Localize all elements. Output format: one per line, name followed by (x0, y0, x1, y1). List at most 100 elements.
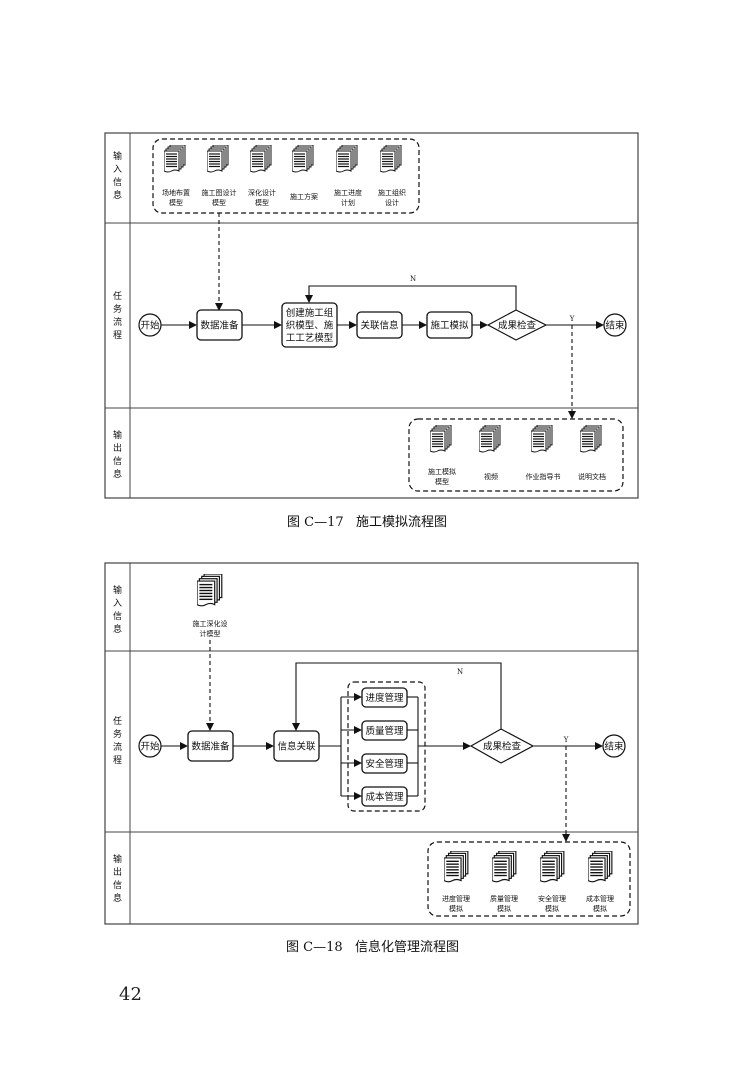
svg-text:信: 信 (113, 610, 122, 622)
svg-text:模拟: 模拟 (449, 904, 463, 913)
svg-text:入: 入 (113, 598, 122, 609)
svg-text:模型: 模型 (255, 198, 269, 207)
figure-c18: 输 入 信 息 任 务 流 程 输 出 信 息 施工深化设 计模型 开始 (104, 562, 639, 925)
document-stack-icon (430, 425, 452, 453)
svg-text:视频: 视频 (484, 472, 498, 481)
svg-text:说明文档: 说明文档 (578, 472, 606, 481)
svg-text:任: 任 (113, 290, 122, 302)
svg-text:工工艺模型: 工工艺模型 (286, 332, 334, 344)
svg-text:质量管理: 质量管理 (490, 894, 518, 903)
page-number: 42 (119, 984, 142, 1005)
fig18-output-doc: 安全管理 模拟 (538, 851, 566, 913)
svg-text:设计: 设计 (385, 198, 399, 207)
fig18-start-node: 开始 (138, 734, 162, 758)
svg-text:安全管理: 安全管理 (365, 758, 404, 770)
fig18-info-link-box: 信息关联 (273, 730, 320, 762)
document-stack-icon (380, 145, 402, 173)
fig17-output-doc: 作业指导书 (526, 425, 561, 481)
fig17-input-doc: 场地布置 模型 (162, 145, 190, 207)
fig17-output-doc: 说明文档 (578, 425, 606, 481)
svg-text:开始: 开始 (140, 320, 160, 332)
fig18-mgmt-cost-box: 成本管理 (361, 786, 408, 807)
fig17-lane-input-label: 输 入 信 息 (113, 150, 122, 201)
fig17-lane-task-label: 任 务 流 程 (113, 290, 122, 341)
document-stack-icon (540, 851, 565, 883)
fig18-mgmt-safety-box: 安全管理 (361, 753, 408, 774)
svg-text:务: 务 (113, 728, 122, 740)
svg-text:施工模拟: 施工模拟 (428, 467, 456, 476)
svg-text:信息关联: 信息关联 (277, 741, 316, 753)
document-stack-icon (479, 425, 501, 453)
document-stack-icon (531, 425, 553, 453)
svg-text:务: 务 (113, 303, 122, 315)
svg-text:流: 流 (113, 316, 122, 328)
svg-text:模型: 模型 (435, 477, 449, 486)
fig18-output-doc: 质量管理 模拟 (490, 851, 518, 913)
svg-text:施工图设计: 施工图设计 (202, 188, 237, 197)
svg-text:成本管理: 成本管理 (586, 894, 614, 903)
svg-text:模拟: 模拟 (497, 904, 511, 913)
fig18-lane-task-label: 任 务 流 程 (113, 715, 122, 766)
document-stack-icon (164, 145, 186, 173)
fig17-end-node: 结束 (603, 313, 627, 337)
fig17-create-model-box: 创建施工组 织模型、施 工工艺模型 (281, 302, 338, 348)
fig18-yes-label: Y (563, 736, 569, 744)
svg-text:关联信息: 关联信息 (360, 320, 398, 332)
fig17-input-doc: 施工进度 计划 (334, 145, 362, 207)
svg-text:深化设计: 深化设计 (248, 188, 276, 197)
svg-text:程: 程 (113, 755, 122, 766)
fig17-output-doc: 视频 (479, 425, 501, 481)
svg-text:结束: 结束 (605, 320, 625, 332)
svg-text:息: 息 (113, 892, 122, 904)
fig18-caption: 图 C—18 信息化管理流程图 (286, 940, 460, 955)
fig18-frame (104, 562, 639, 925)
fig18-fan-out (319, 693, 362, 800)
fig17-yes-label: Y (569, 315, 575, 323)
svg-text:息: 息 (113, 623, 122, 635)
svg-text:施工模拟: 施工模拟 (430, 320, 469, 332)
fig17-input-doc: 施工图设计 模型 (202, 145, 237, 207)
fig18-output-doc: 成本管理 模拟 (586, 851, 614, 913)
fig17-output-group (408, 418, 624, 492)
fig18-end-node: 结束 (602, 734, 626, 758)
fig18-no-label: N (457, 668, 463, 676)
fig17-no-label: N (410, 275, 416, 283)
svg-text:输: 输 (113, 584, 122, 596)
svg-text:信: 信 (113, 176, 122, 188)
svg-text:入: 入 (113, 164, 122, 175)
fig18-check-decision: 成果检查 (469, 728, 535, 764)
fig17-caption: 图 C—17 施工模拟流程图 (287, 515, 448, 530)
fig17-lane-output-label: 输 出 信 息 (113, 429, 122, 480)
svg-text:施工进度: 施工进度 (334, 188, 362, 197)
svg-text:息: 息 (113, 189, 122, 201)
document-stack-icon (492, 851, 517, 883)
fig17-check-decision: 成果检查 (486, 309, 548, 341)
fig18-lane-output-label: 输 出 信 息 (113, 853, 122, 904)
svg-text:创建施工组: 创建施工组 (286, 307, 334, 319)
svg-text:进度管理: 进度管理 (442, 894, 470, 903)
svg-text:施工组织: 施工组织 (378, 188, 406, 197)
svg-text:成果检查: 成果检查 (483, 741, 522, 753)
svg-text:作业指导书: 作业指导书 (526, 472, 561, 481)
svg-text:施工深化设: 施工深化设 (193, 619, 228, 628)
svg-text:信: 信 (113, 879, 122, 891)
svg-text:任: 任 (113, 715, 122, 727)
document-stack-icon (207, 145, 229, 173)
fig18-mgmt-progress-box: 进度管理 (361, 687, 408, 708)
svg-text:程: 程 (113, 330, 122, 341)
fig17-link-info-box: 关联信息 (356, 311, 403, 339)
fig17-simulate-box: 施工模拟 (426, 311, 473, 339)
document-stack-icon (250, 145, 272, 173)
fig17-frame (104, 132, 639, 499)
fig18-no-loop (292, 662, 502, 731)
svg-text:质量管理: 质量管理 (365, 725, 404, 737)
fig17-output-doc: 施工模拟 模型 (428, 425, 456, 486)
svg-text:模型: 模型 (212, 198, 226, 207)
svg-text:输: 输 (113, 429, 122, 441)
svg-text:模拟: 模拟 (545, 904, 559, 913)
svg-text:出: 出 (113, 866, 122, 878)
svg-text:数据准备: 数据准备 (191, 741, 230, 753)
svg-text:模拟: 模拟 (593, 904, 607, 913)
svg-text:成果检查: 成果检查 (498, 320, 537, 332)
svg-text:出: 出 (113, 442, 122, 454)
